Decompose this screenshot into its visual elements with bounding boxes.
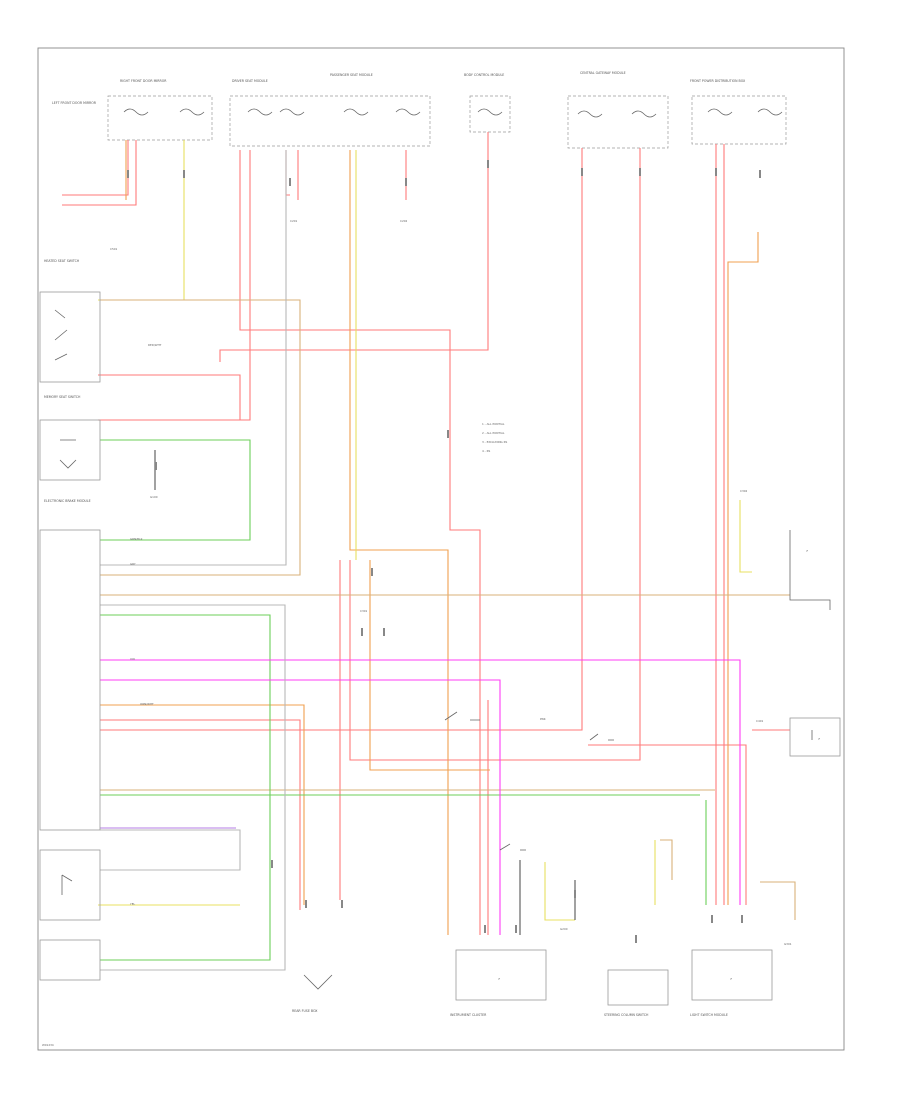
bottom-module-2 xyxy=(607,969,669,1006)
bottom-module-1 xyxy=(455,949,547,1001)
connector-label-6: C501 xyxy=(110,247,118,251)
connector-label-4: C302 xyxy=(740,489,748,493)
label-front-power-box: FRONT POWER DISTRIBUTION BOX xyxy=(690,79,746,83)
diagram-labels: LEFT FRONT DOOR MIRROR RIGHT FRONT DOOR … xyxy=(42,71,792,1047)
connector-label-5: C401 xyxy=(756,719,764,723)
footer-code: W01234 xyxy=(42,1043,54,1047)
wire-label-2: GRN/BLK xyxy=(130,537,143,541)
fuse-block-4 xyxy=(567,95,669,149)
label-memory-seat-switch: MEMORY SEAT SWITCH xyxy=(44,395,81,399)
wire-label-3: YEL xyxy=(130,902,135,906)
switch-box-2 xyxy=(39,419,101,481)
svg-text:7: 7 xyxy=(806,549,808,553)
label-electronic-brake-module: ELECTRONIC BRAKE MODULE xyxy=(44,499,91,503)
label-heated-seat-switch: HEATED SEAT SWITCH xyxy=(44,259,80,263)
label-light-switch-module: LIGHT SWITCH MODULE xyxy=(690,1013,728,1017)
seat-motor-box xyxy=(39,939,101,981)
ground-label-1: G100 xyxy=(150,495,158,499)
diagram-frame xyxy=(37,47,845,1051)
label-instrument-cluster: INSTRUMENT CLUSTER xyxy=(450,1013,487,1017)
label-body-control-module: BODY CONTROL MODULE xyxy=(464,73,504,77)
switch-box-1 xyxy=(39,291,101,383)
right-components: 7 7 xyxy=(789,530,841,757)
fuse-block-2 xyxy=(229,95,431,147)
sensor-box xyxy=(789,717,841,757)
fuse-block-5 xyxy=(691,95,787,145)
label-central-gateway: CENTRAL GATEWAY MODULE xyxy=(580,71,626,75)
wires xyxy=(62,132,796,971)
label-passenger-seat-module: PASSENGER SEAT MODULE xyxy=(330,73,373,77)
module-connector-block xyxy=(39,529,101,831)
label-left-front-mirror: LEFT FRONT DOOR MIRROR xyxy=(52,101,97,105)
left-components xyxy=(39,291,101,981)
wire-label-1: RED/WHT xyxy=(148,343,162,347)
fuse-block-1 xyxy=(107,95,213,141)
connector-label-3: C301 xyxy=(360,609,368,613)
connector-label-1: C201 xyxy=(290,219,298,223)
inline-relay xyxy=(444,711,614,851)
legend-item-4: 4 - RS xyxy=(482,449,491,453)
label-driver-seat-module: DRIVER SEAT MODULE xyxy=(232,79,268,83)
legend-item-2: 2 - ALL PONTIAL xyxy=(482,431,505,435)
label-right-front-mirror: RIGHT FRONT DOOR MIRROR xyxy=(120,79,167,83)
ground-label-3: G301 xyxy=(784,942,792,946)
bottom-module-3 xyxy=(691,949,773,1001)
label-rear-fuse-box: REAR FUSE BOX xyxy=(292,1009,318,1013)
svg-text:7: 7 xyxy=(498,977,500,981)
svg-text:7: 7 xyxy=(730,977,732,981)
fuse-block-3 xyxy=(469,95,511,133)
legend-item-1: 1 - ALL PONTIAL xyxy=(482,422,505,426)
connector-label-2: C202 xyxy=(400,219,408,223)
wire-label-4: VIO xyxy=(130,657,136,661)
connector-stubs xyxy=(127,160,761,943)
bottom-components: 7 7 xyxy=(303,949,773,1006)
ground-symbol xyxy=(303,974,333,990)
wire-label-5: ORN/WHT xyxy=(140,702,154,706)
svg-text:7: 7 xyxy=(818,737,820,741)
top-components xyxy=(107,95,787,149)
label-steering-column-switch: STEERING COLUMN SWITCH xyxy=(604,1013,649,1017)
seat-switch-box xyxy=(39,849,101,921)
wire-label-7: PNK xyxy=(540,717,546,721)
ground-label-2: G200 xyxy=(560,927,568,931)
wire-label-6: GRY xyxy=(130,562,136,566)
legend-item-3: 3 - EXCLUDING RS xyxy=(482,440,508,444)
